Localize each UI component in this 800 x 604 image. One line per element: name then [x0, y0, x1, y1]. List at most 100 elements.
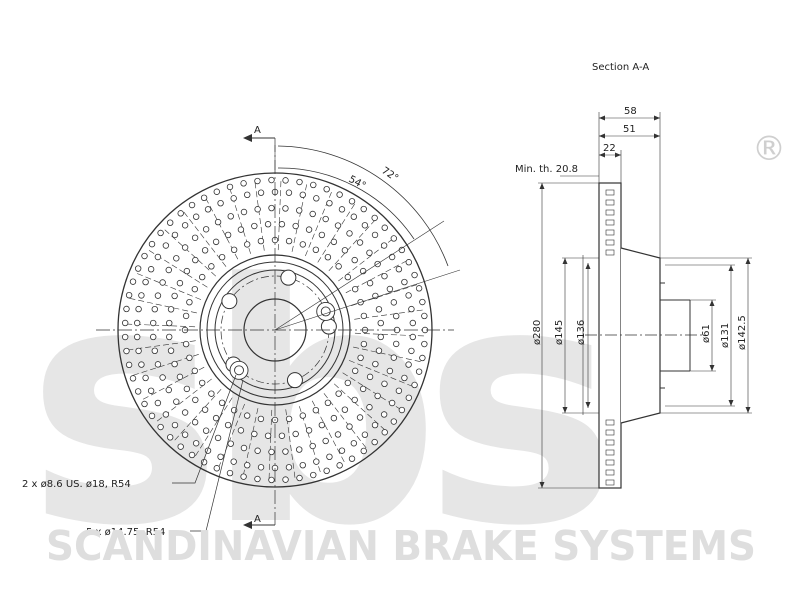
drilled-hole: [390, 235, 398, 242]
dim-arrowhead: [599, 152, 605, 158]
drilled-hole: [244, 461, 251, 469]
drilled-hole: [135, 305, 142, 313]
drilled-hole: [299, 191, 306, 199]
drilled-hole: [251, 430, 258, 438]
drilled-hole: [361, 222, 369, 229]
drilled-hole: [138, 361, 145, 368]
drilled-hole: [366, 279, 374, 287]
drilled-hole: [135, 347, 142, 355]
drilled-hole: [227, 440, 234, 447]
section-vent-slot: [605, 439, 615, 446]
dim-145-label: ø145: [554, 320, 565, 345]
sbs-logo-text: sbs: [26, 214, 608, 598]
drilled-hole: [208, 390, 215, 397]
drilled-hole: [166, 219, 174, 226]
vent-channel-line: [317, 203, 356, 263]
drilled-hole: [154, 361, 162, 368]
drilled-hole: [157, 423, 164, 431]
dim-136-label: ø136: [576, 320, 587, 345]
drilled-hole: [177, 210, 184, 217]
drilled-hole: [408, 305, 415, 313]
leader-bolt-holes: [190, 379, 244, 532]
drilled-hole: [192, 396, 199, 404]
drilled-hole: [390, 299, 398, 306]
drilled-hole: [177, 443, 184, 450]
vent-channel-line: [128, 297, 197, 314]
drilled-hole: [285, 189, 293, 196]
drilled-hole: [148, 412, 156, 420]
drilled-hole: [405, 292, 412, 299]
drilled-hole: [388, 399, 396, 407]
drilled-hole: [285, 464, 293, 471]
section-vent-slot: [605, 239, 615, 246]
drilled-hole: [181, 409, 189, 416]
drilled-hole: [377, 333, 384, 341]
drilled-hole: [296, 474, 303, 482]
drilled-hole: [380, 411, 388, 418]
drilled-hole: [395, 266, 403, 273]
drilled-hole: [351, 256, 358, 264]
drilled-hole: [405, 361, 412, 368]
drilled-hole: [147, 387, 155, 394]
threaded-hole-inner: [320, 306, 331, 317]
drilled-hole: [171, 292, 178, 300]
drilled-hole: [162, 411, 170, 418]
drilled-hole: [212, 238, 220, 246]
drilled-hole: [415, 285, 423, 292]
drilled-hole: [237, 427, 245, 434]
section-vent-slot: [605, 449, 615, 456]
drilled-hole: [181, 431, 189, 438]
drilled-hole: [390, 418, 398, 425]
drilled-hole: [421, 312, 428, 320]
drilled-hole: [123, 347, 130, 355]
drilled-hole: [200, 194, 208, 202]
drilled-hole: [254, 447, 261, 454]
drilled-hole: [171, 360, 178, 368]
drilled-hole: [226, 183, 234, 191]
drilled-hole: [176, 373, 184, 381]
drilled-hole: [125, 361, 133, 369]
drilled-hole: [212, 414, 220, 422]
section-vent-slot: [605, 209, 615, 216]
drilled-hole: [371, 438, 378, 446]
drilled-hole: [395, 387, 403, 394]
drilled-hole: [282, 205, 289, 212]
min-thickness-label: Min. th. 20.8: [515, 164, 578, 175]
drilled-hole: [157, 229, 164, 237]
drilled-hole: [268, 476, 275, 484]
threaded-hole-outer: [316, 302, 336, 321]
drilled-hole: [390, 354, 398, 361]
threaded-hole-outer: [229, 360, 249, 380]
drilled-hole: [165, 266, 172, 274]
drilled-hole: [296, 446, 303, 453]
drilled-hole: [173, 255, 180, 262]
drilled-hole: [237, 226, 245, 233]
dim-arrowhead: [728, 400, 734, 406]
drilled-hole: [204, 206, 212, 213]
drilled-hole: [214, 434, 222, 442]
dim-arrowhead: [615, 152, 621, 158]
drilled-hole: [341, 406, 349, 413]
drilled-hole: [409, 319, 417, 327]
drilled-hole: [348, 455, 356, 462]
drilled-hole: [372, 292, 379, 300]
section-vent-channels: [605, 189, 615, 486]
drilled-hole: [336, 462, 343, 469]
drilled-hole: [141, 252, 148, 260]
drilled-hole: [351, 396, 358, 404]
drilled-hole: [377, 319, 384, 327]
drilled-hole: [346, 423, 353, 430]
drilled-hole: [282, 476, 289, 483]
drilled-hole: [268, 176, 275, 184]
section-view: [538, 112, 752, 489]
angle-54-arc: [277, 167, 415, 240]
callout-threaded-holes: 2 x ø8.6 US. ø18, R54: [22, 479, 131, 490]
drilled-hole: [240, 208, 248, 216]
drilled-hole: [173, 398, 180, 405]
drilled-hole: [386, 285, 394, 293]
drilled-hole: [214, 218, 222, 226]
drilled-hole: [334, 431, 342, 438]
drilled-hole: [359, 385, 367, 393]
drilled-hole: [421, 340, 428, 348]
drilled-hole: [310, 181, 317, 189]
